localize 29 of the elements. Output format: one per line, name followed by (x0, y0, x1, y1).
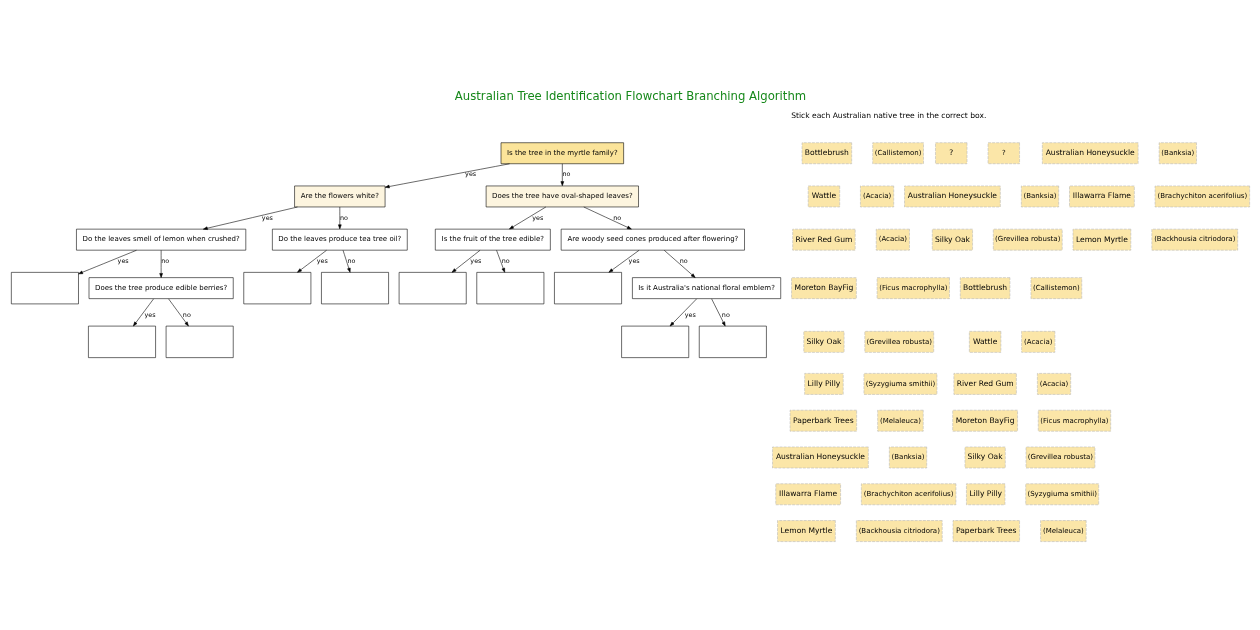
arrow (495, 250, 505, 273)
arrow (508, 206, 546, 230)
arrow (202, 206, 298, 230)
node-box (10, 272, 79, 305)
node-box (165, 325, 234, 358)
arrow (710, 298, 725, 327)
arrow (669, 298, 697, 327)
arrow (451, 250, 480, 273)
node-box (620, 325, 689, 358)
arrow (608, 250, 639, 273)
arrow (77, 250, 137, 275)
arrow (296, 250, 327, 273)
node-box (242, 272, 311, 305)
node-box (87, 325, 156, 358)
diagram-title: Australian Tree Identification Flowchart Branching Algorithm (454, 89, 806, 104)
node-box (320, 272, 389, 305)
node-box (698, 325, 767, 358)
arrow (384, 163, 510, 189)
arrow (167, 298, 189, 327)
arrow (560, 163, 564, 186)
arrow (132, 298, 154, 327)
arrow (158, 250, 163, 278)
node-box (475, 272, 544, 305)
arrow (583, 206, 632, 230)
node-box (553, 272, 622, 305)
arrow (663, 250, 695, 278)
arrow (342, 250, 351, 273)
arrow (337, 206, 342, 230)
node-box (398, 272, 467, 305)
